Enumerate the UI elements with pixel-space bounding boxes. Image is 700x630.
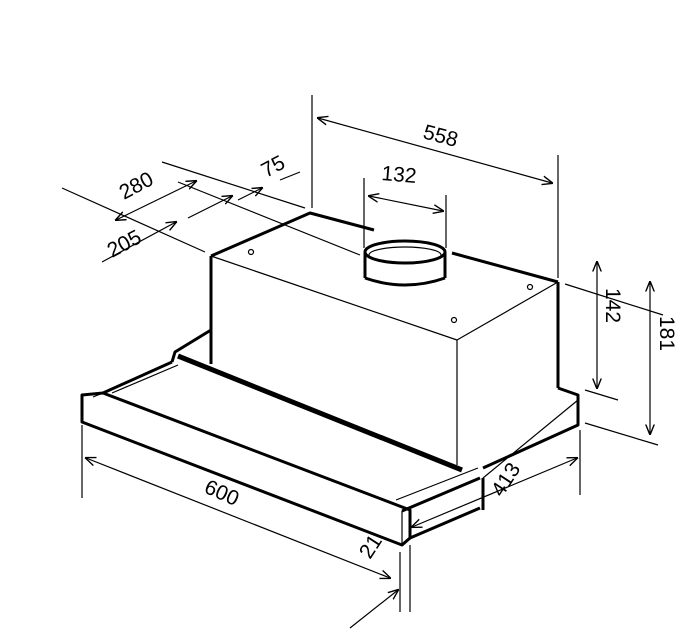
dim-132: 132	[381, 162, 418, 188]
screw-icon	[247, 248, 255, 256]
dim-558: 558	[421, 121, 461, 152]
screw-icon	[526, 283, 534, 291]
duct-collar	[363, 239, 447, 287]
dim-280: 280	[116, 168, 158, 205]
dimension-arrows	[86, 118, 650, 629]
extension-lines	[61, 95, 664, 612]
hood-body	[177, 211, 560, 473]
dim-181: 181	[655, 316, 678, 351]
dim-205: 205	[104, 226, 146, 263]
dim-21: 21	[355, 531, 387, 563]
dim-142: 142	[601, 288, 624, 323]
screw-icon	[450, 316, 458, 324]
telescopic-tray	[80, 328, 580, 547]
